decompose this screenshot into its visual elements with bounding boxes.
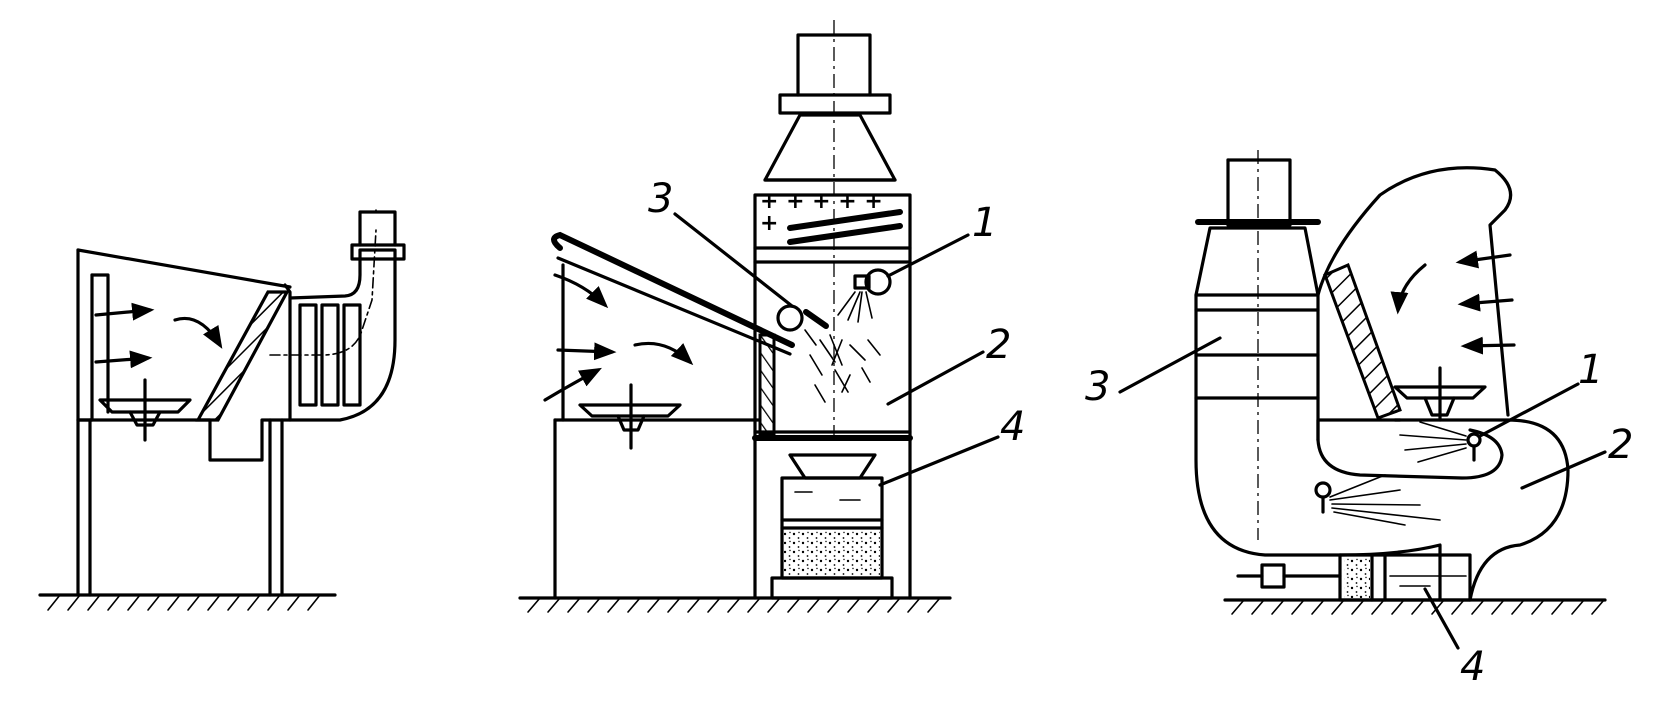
column-center: + + + + + + <box>752 20 913 600</box>
callout-right-2: 1 <box>1578 347 1603 393</box>
spray-right <box>1329 421 1467 526</box>
callout-center-3: 2 <box>986 322 1011 368</box>
legs-left <box>76 418 284 597</box>
figure-left <box>38 209 406 611</box>
booth-center <box>551 231 795 600</box>
callout-leaders <box>673 212 1607 650</box>
ground-center <box>518 596 952 613</box>
callout-right-1: 3 <box>1085 364 1110 410</box>
filter-left <box>195 290 290 422</box>
exhaust-stack-right <box>1194 150 1342 557</box>
svg-text:+ + + + +: + + + + + <box>760 189 883 214</box>
ground-right <box>1223 598 1607 615</box>
booth-left <box>76 248 292 462</box>
fan-housing-left <box>269 209 406 422</box>
callout-labels: 3 1 2 4 3 1 2 4 <box>648 176 1633 690</box>
callout-right-4: 4 <box>1460 644 1485 690</box>
booth-shell-right <box>1236 166 1570 602</box>
svg-text:+: + <box>760 211 778 236</box>
airflow-arrows-right <box>1390 250 1516 355</box>
airflow-arrows-center <box>543 273 694 402</box>
turntable-center <box>578 383 682 450</box>
ground-left <box>38 593 337 611</box>
figure-right <box>1194 150 1607 615</box>
turntable-left <box>98 378 192 442</box>
spray-center <box>804 291 881 403</box>
callout-right-3: 2 <box>1608 422 1633 468</box>
callout-center-1: 3 <box>648 176 673 222</box>
callout-center-4: 4 <box>1000 404 1025 450</box>
figure-center: + + + + + + <box>518 20 952 613</box>
airflow-arrows-left <box>94 302 223 369</box>
callout-center-2: 1 <box>972 200 997 246</box>
